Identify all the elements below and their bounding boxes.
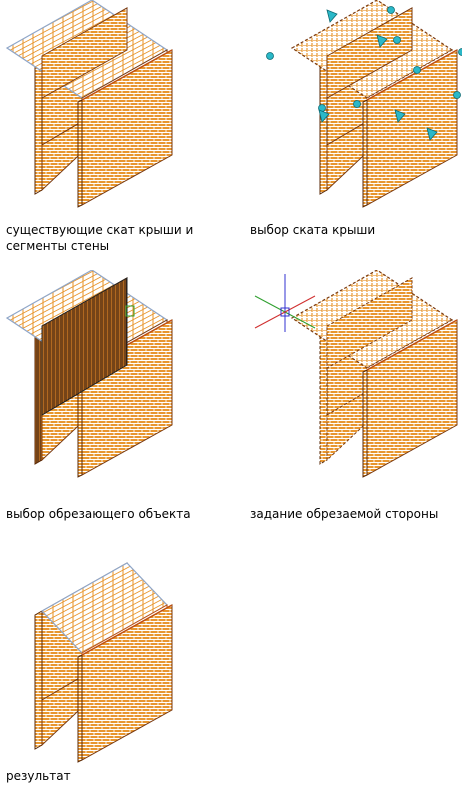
- back-wall-edge: [34, 610, 43, 750]
- grip-arrow: [376, 34, 388, 48]
- cursor-x-axis: [254, 295, 316, 329]
- caption-existing: существующие скат крыши и сегменты стены: [6, 223, 194, 253]
- cursor-pickbox: [280, 307, 290, 317]
- panel-existing: [0, 0, 200, 220]
- grip-point: [353, 100, 361, 108]
- panel-select-roof: [240, 0, 462, 220]
- panel-specify-trim-side: [240, 270, 462, 500]
- front-wall-top-edge: [81, 49, 173, 101]
- caption-select-roof: выбор ската крыши: [250, 223, 376, 237]
- grip-point: [266, 52, 274, 60]
- diagram-result: [34, 562, 173, 763]
- caption-select-trimming-object: выбор обрезающего объекта: [6, 507, 191, 521]
- diagram-select-trimming-object: [5, 270, 173, 478]
- building-model: [5, 270, 173, 478]
- building-model: [254, 270, 458, 478]
- trimming-wall-selected: [41, 277, 128, 416]
- panel-result: [0, 555, 200, 765]
- back-wall-edge: [319, 325, 328, 465]
- front-wall-top-edge: [366, 49, 458, 101]
- back-wall-edge: [319, 55, 328, 195]
- grip-arrow: [318, 109, 330, 123]
- back-wall-edge: [34, 325, 43, 465]
- grip-arrow: [394, 109, 406, 123]
- pick-box: [125, 305, 135, 317]
- building-model: [34, 562, 173, 763]
- back-wall-over-roof: [326, 277, 413, 369]
- front-wall-top-edge: [81, 604, 173, 656]
- front-wall-top-edge: [366, 319, 458, 371]
- grip-point: [458, 48, 462, 56]
- grip-point: [387, 6, 395, 14]
- building-model: [266, 0, 462, 208]
- caption-specify-trim-side: задание обрезаемой стороны: [250, 507, 439, 521]
- grip-point: [393, 36, 401, 44]
- grip-point: [453, 91, 461, 99]
- diagram-specify-trim-side: [254, 270, 458, 478]
- back-wall-over-roof: [326, 7, 413, 99]
- grip-point: [413, 66, 421, 74]
- front-wall-edge: [362, 369, 368, 478]
- diagram-existing-roof-and-walls: [5, 0, 173, 208]
- front-wall-edge: [362, 99, 368, 208]
- front-wall-edge: [77, 99, 83, 208]
- back-wall-over-roof: [41, 7, 128, 99]
- grip-arrow: [426, 127, 438, 141]
- grip-arrow: [326, 9, 338, 23]
- back-wall-edge: [34, 55, 43, 195]
- front-wall-edge: [77, 654, 83, 763]
- diagram-select-roof-slab: [266, 0, 462, 208]
- panel-select-trimming-object: [0, 270, 200, 500]
- caption-result: результат: [6, 769, 71, 783]
- building-model: [5, 0, 173, 208]
